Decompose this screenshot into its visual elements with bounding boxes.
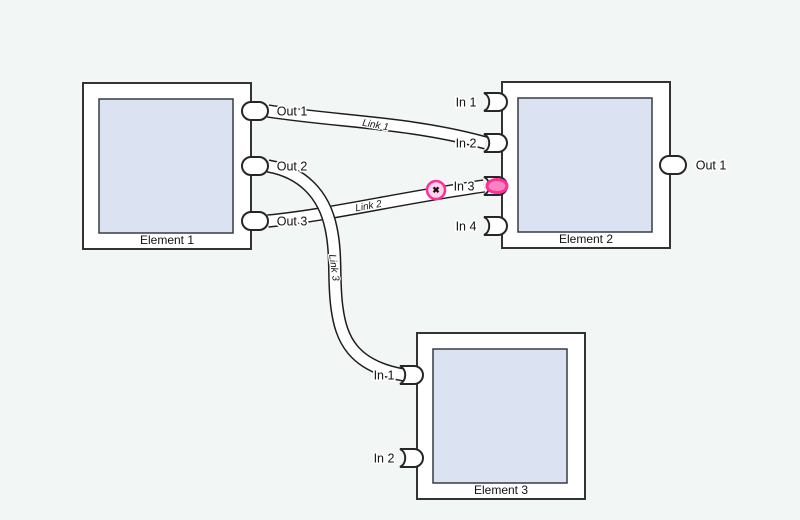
link-1[interactable]: [266, 104, 488, 150]
out-port-icon[interactable]: [241, 156, 269, 176]
element-1[interactable]: Element 1 Out 1 Out 2 Out 3: [82, 82, 309, 250]
element-3-label: Element 3: [474, 483, 528, 497]
port-element2-in4-label: In 4: [456, 220, 477, 234]
port-element1-out2[interactable]: Out 2: [241, 156, 309, 176]
port-element2-in1[interactable]: In 1: [454, 92, 508, 112]
out-port-icon[interactable]: [241, 101, 269, 121]
link-2[interactable]: [267, 179, 485, 228]
port-element1-out1-label: Out 1: [277, 105, 308, 119]
out-port-icon[interactable]: [659, 155, 687, 175]
link-2-body[interactable]: [267, 180, 485, 227]
port-element2-in2[interactable]: In 2: [454, 133, 508, 153]
element-3-inner[interactable]: [432, 348, 568, 484]
element-1-inner[interactable]: [98, 98, 234, 234]
port-element2-in4[interactable]: In 4: [454, 216, 508, 236]
in-port-icon[interactable]: [483, 133, 508, 153]
in-port-icon[interactable]: [399, 448, 424, 468]
port-element2-out1[interactable]: Out 1: [659, 155, 728, 175]
port-element2-in3-label: In 3: [454, 180, 475, 194]
links-layer: [266, 104, 488, 382]
in-port-icon[interactable]: [483, 92, 508, 112]
port-element1-out3[interactable]: Out 3: [241, 211, 309, 231]
port-element2-in1-label: In 1: [456, 96, 477, 110]
remove-tool-circle[interactable]: [425, 179, 447, 201]
port-element3-in1-label: In 1: [374, 369, 395, 383]
link-1-body[interactable]: [267, 105, 488, 149]
element-2-inner[interactable]: [517, 97, 653, 233]
element-1-label: Element 1: [140, 233, 194, 247]
element-2[interactable]: Element 2 In 1 In 2 In 3 In 4 Out 1: [452, 81, 728, 249]
port-highlight-ellipse: [485, 178, 509, 194]
out-port-icon[interactable]: [241, 211, 269, 231]
element-3[interactable]: Element 3 In 1 In 2: [372, 332, 586, 500]
port-element1-out3-label: Out 3: [277, 215, 308, 229]
port-element1-out1[interactable]: Out 1: [241, 101, 309, 121]
port-element2-in3[interactable]: In 3: [452, 176, 509, 196]
port-element3-in2-label: In 2: [374, 452, 395, 466]
port-element3-in1[interactable]: In 1: [372, 365, 424, 385]
port-element1-out2-label: Out 2: [277, 160, 308, 174]
link-remove-tool[interactable]: ✖: [425, 179, 447, 201]
port-element2-out1-label: Out 1: [696, 159, 727, 173]
in-port-icon[interactable]: [483, 216, 508, 236]
link-3[interactable]: [266, 159, 406, 382]
element-2-label: Element 2: [559, 232, 613, 246]
port-element2-in2-label: In 2: [456, 137, 477, 151]
link-3-body[interactable]: [266, 160, 405, 381]
in-port-icon[interactable]: [399, 365, 424, 385]
link-labels-layer: Link 1 Link 2 Link 3: [325, 117, 391, 284]
link-3-label: Link 3: [326, 254, 341, 282]
remove-icon: ✖: [432, 185, 440, 195]
port-element3-in2[interactable]: In 2: [372, 448, 424, 468]
